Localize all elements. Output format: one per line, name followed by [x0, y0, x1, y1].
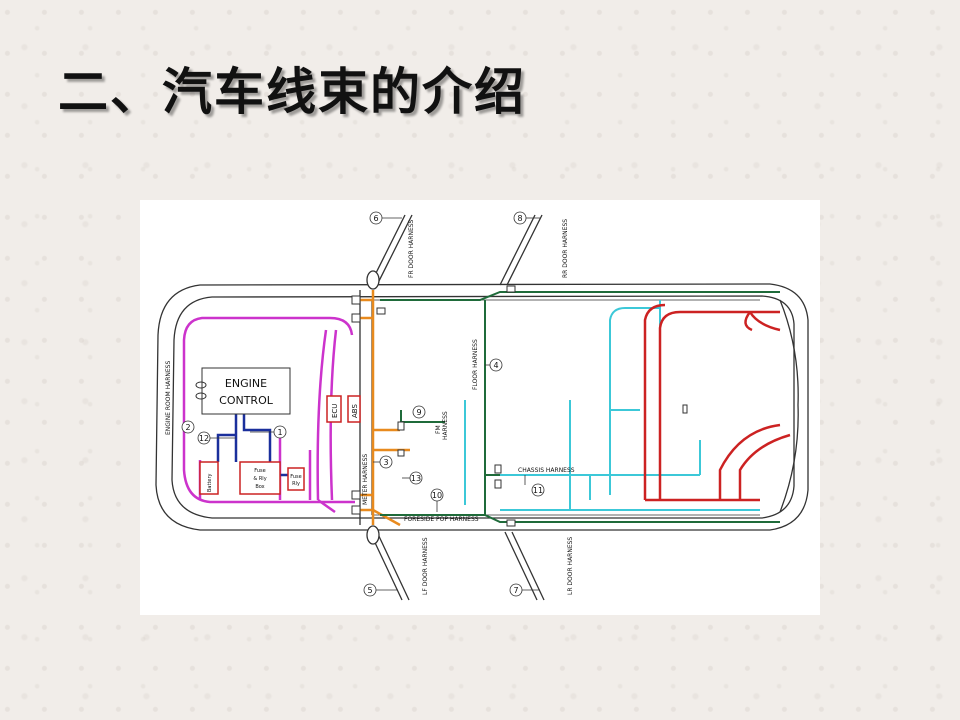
- grommets: [366, 270, 380, 545]
- engine-control-label-1: ENGINE: [225, 377, 267, 390]
- callout-7: 7: [509, 583, 540, 597]
- callout-12: 12: [197, 431, 236, 445]
- callout-3: 3: [373, 455, 393, 469]
- wiring-harness-diagram: ENGINE CONTROL Battery Fuse & Rly Box Fu…: [140, 200, 820, 615]
- label-fr-door-harness: FR DOOR HARNESS: [408, 219, 415, 278]
- fuse-box-label-3: Box: [255, 484, 264, 490]
- fan-icon: [195, 381, 207, 400]
- svg-text:9: 9: [416, 408, 421, 417]
- svg-text:8: 8: [517, 214, 522, 223]
- svg-text:11: 11: [533, 486, 543, 495]
- svg-text:12: 12: [199, 434, 209, 443]
- battery-box: Battery: [199, 461, 219, 495]
- label-lr-door-harness: LR DOOR HARNESS: [567, 537, 574, 595]
- label-foreside-pop-harness: FORESIDE POP HARNESS: [404, 516, 479, 523]
- svg-text:2: 2: [185, 423, 190, 432]
- fuse-relay-label-2: Rly: [292, 481, 300, 487]
- chassis-harness-lines: [464, 300, 760, 511]
- svg-text:7: 7: [513, 586, 518, 595]
- callout-9: 9: [412, 405, 426, 419]
- slide-title: 二、汽车线束的介绍: [58, 63, 526, 121]
- callouts: 1 2 3 4 5 6 7: [181, 211, 545, 597]
- fuse-relay-box: Fuse & Rly Box: [239, 461, 281, 495]
- svg-text:1: 1: [277, 428, 282, 437]
- label-chassis-harness: CHASSIS HARNESS: [518, 467, 575, 474]
- svg-text:10: 10: [432, 491, 442, 500]
- ecu-label: ECU: [331, 404, 339, 418]
- rear-harness-lines: [643, 303, 791, 502]
- callout-8: 8: [513, 211, 540, 225]
- svg-text:6: 6: [373, 214, 378, 223]
- callout-13: 13: [402, 471, 423, 485]
- label-lf-door-harness: LF DOOR HARNESS: [422, 537, 429, 595]
- callout-6: 6: [369, 211, 402, 225]
- svg-text:3: 3: [383, 458, 388, 467]
- label-fm-harness-1: FM: [435, 425, 442, 434]
- harness-svg: ENGINE CONTROL Battery Fuse & Rly Box Fu…: [155, 211, 809, 601]
- callout-10: 10: [430, 488, 444, 512]
- label-rr-door-harness: RR DOOR HARNESS: [562, 219, 569, 278]
- callout-2: 2: [181, 420, 195, 434]
- callout-4: 4: [485, 358, 503, 372]
- label-floor-harness: FLOOR HARNESS: [472, 339, 479, 390]
- svg-text:4: 4: [493, 361, 498, 370]
- fuse-relay-label-1: Fuse: [290, 474, 301, 480]
- ecu-box: ECU: [326, 395, 342, 423]
- fuse-relay-small-box: Fuse Rly: [287, 467, 305, 491]
- engine-control-label-2: CONTROL: [219, 394, 274, 407]
- fuse-box-label-1: Fuse: [254, 468, 265, 474]
- connectors: [351, 285, 688, 527]
- callout-1: 1: [250, 425, 287, 439]
- label-fm-harness-2: HARNESS: [442, 411, 449, 440]
- svg-text:5: 5: [367, 586, 372, 595]
- fuse-box-label-2: & Rly: [253, 476, 266, 482]
- harness-labels: ENGINE ROOM HARNESS FLOOR HARNESS METER …: [165, 219, 575, 595]
- svg-text:13: 13: [411, 474, 421, 483]
- callout-11: 11: [524, 475, 545, 497]
- callout-5: 5: [363, 583, 398, 597]
- label-engine-room-harness: ENGINE ROOM HARNESS: [165, 361, 172, 435]
- engine-control-box: ENGINE CONTROL: [201, 367, 291, 415]
- abs-label: ABS: [351, 404, 359, 418]
- label-meter-harness: METER HARNESS: [362, 454, 369, 505]
- door-leadouts: [369, 214, 545, 601]
- abs-box: ABS: [347, 395, 361, 423]
- battery-label: Battery: [207, 473, 213, 492]
